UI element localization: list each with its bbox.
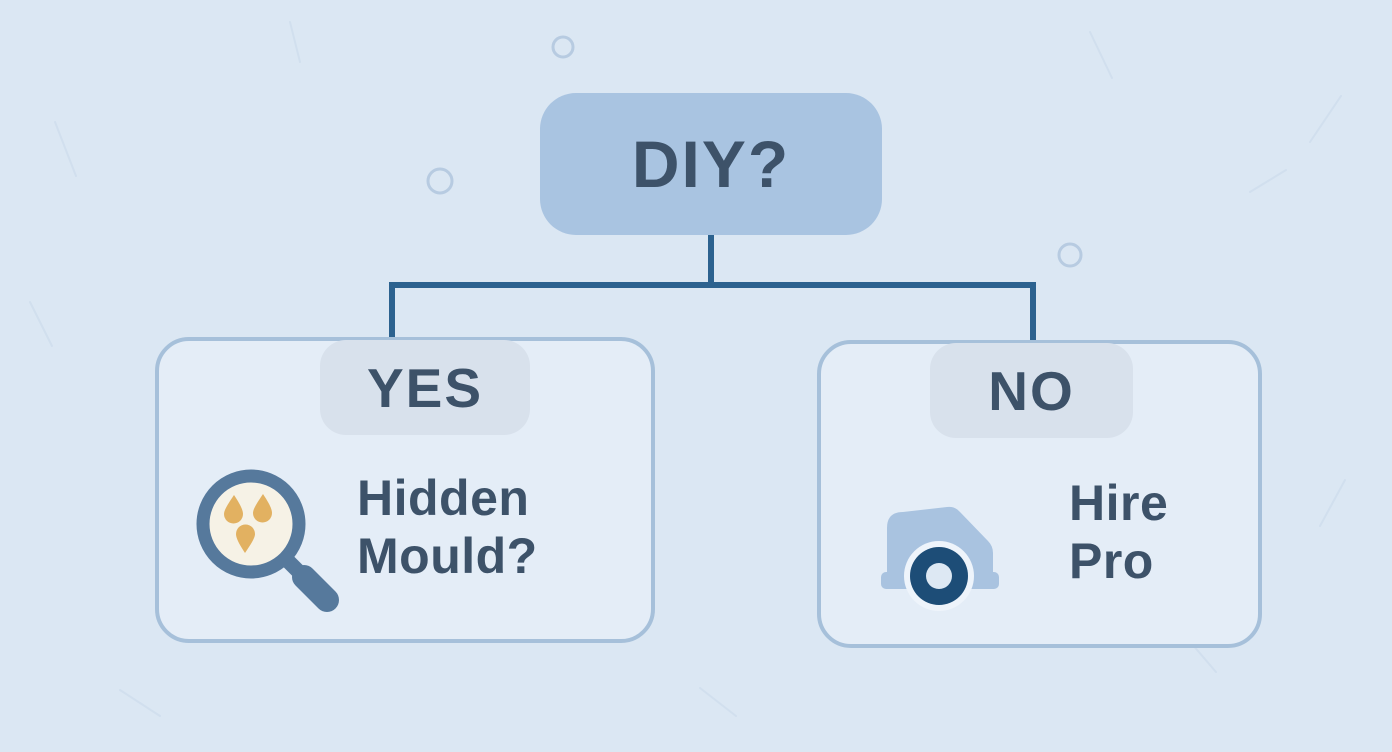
magnifying-glass-mould-icon [191, 463, 351, 623]
van-icon [873, 492, 1007, 614]
yes-badge: YES [320, 340, 530, 435]
decorative-circle [1057, 242, 1083, 268]
branch-title-line: Mould? [357, 528, 538, 584]
yes-badge-label: YES [366, 356, 484, 419]
decorative-circle [426, 167, 454, 195]
no-branch-box: NO Hire Pro [817, 340, 1262, 648]
magnifier-handle [278, 551, 339, 612]
decorative-circle [551, 35, 575, 59]
decorative-circles [426, 35, 1083, 268]
background-scratches [29, 21, 1346, 717]
mould-spots [224, 494, 272, 553]
yes-branch-title: Hidden Mould? [357, 469, 538, 585]
wheel-hub [926, 563, 952, 589]
root-node-diy: DIY? [540, 93, 882, 235]
root-node-label: DIY? [631, 127, 791, 201]
no-badge: NO [930, 343, 1133, 438]
connector-branch [389, 282, 1036, 344]
no-badge-label: NO [988, 359, 1075, 422]
branch-title-line: Hidden [357, 470, 530, 526]
connector-lines [389, 232, 1036, 344]
branch-title-line: Hire [1069, 475, 1169, 531]
lens-interior [207, 480, 295, 568]
no-branch-title: Hire Pro [1069, 474, 1168, 590]
yes-branch-box: YES Hidden Mould? [155, 337, 655, 643]
branch-title-line: Pro [1069, 533, 1154, 589]
magnifier-ring [196, 469, 306, 579]
